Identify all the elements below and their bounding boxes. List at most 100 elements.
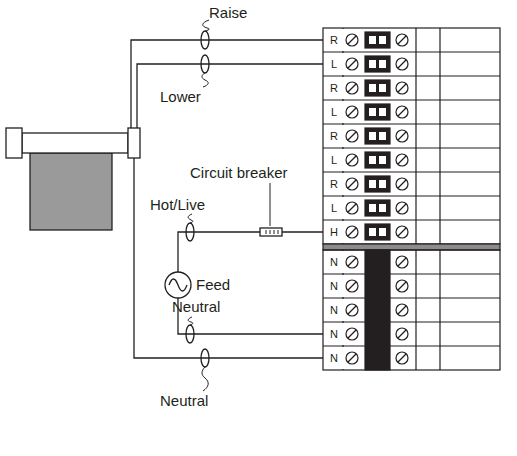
leader-squiggle xyxy=(188,214,193,223)
jumper-slot xyxy=(379,180,386,188)
column-line xyxy=(439,28,440,244)
screw xyxy=(346,34,358,46)
leader-line xyxy=(270,183,271,226)
screw-slot xyxy=(398,36,406,44)
screw-slot xyxy=(398,180,406,188)
screw xyxy=(396,202,408,214)
screw xyxy=(346,106,358,118)
jumper-slot xyxy=(379,132,386,140)
screw xyxy=(346,352,358,364)
leader-squiggle xyxy=(203,20,209,31)
screw-slot xyxy=(398,330,406,338)
callout-label: Circuit breaker xyxy=(190,164,288,182)
shade-fabric xyxy=(30,153,112,230)
wire-loop xyxy=(201,55,209,73)
screw-slot xyxy=(348,306,356,314)
row-line xyxy=(323,75,500,76)
terminal-block xyxy=(323,28,500,370)
wire-label: Hot/Live xyxy=(150,196,205,214)
screw xyxy=(346,82,358,94)
screw-slot xyxy=(348,36,356,44)
jumper-slot xyxy=(379,156,386,164)
screw-slot xyxy=(398,204,406,212)
terminal-name: L xyxy=(324,149,344,171)
separator xyxy=(323,244,500,250)
jumper-slot xyxy=(369,228,376,236)
jumper-slot xyxy=(379,228,386,236)
screw xyxy=(396,226,408,238)
screw xyxy=(346,304,358,316)
motor-head xyxy=(128,128,140,158)
roller-tube xyxy=(22,133,128,153)
terminal-name: R xyxy=(324,77,344,99)
wire-label: Neutral xyxy=(160,392,208,410)
screw xyxy=(396,256,408,268)
jumper xyxy=(365,176,390,192)
wire-label: Neutral xyxy=(172,298,220,316)
row-line xyxy=(390,345,500,346)
wire-loop xyxy=(186,223,194,241)
lower-wire xyxy=(137,64,323,128)
screw xyxy=(396,106,408,118)
screw-slot xyxy=(348,156,356,164)
screw-slot xyxy=(398,258,406,266)
terminal-name: L xyxy=(324,53,344,75)
screw-slot xyxy=(348,330,356,338)
terminal-name: R xyxy=(324,173,344,195)
jumper-slot xyxy=(369,84,376,92)
jumper-slot xyxy=(379,108,386,116)
screw-slot xyxy=(348,132,356,140)
block-outline xyxy=(323,250,500,370)
column-line xyxy=(439,250,440,370)
row-line xyxy=(323,219,500,220)
screw xyxy=(396,280,408,292)
screw xyxy=(396,304,408,316)
wire-loop xyxy=(186,325,194,343)
screw xyxy=(346,154,358,166)
source-label: Feed xyxy=(196,276,230,294)
jumper-slot xyxy=(379,204,386,212)
screw-slot xyxy=(348,282,356,290)
screw-slot xyxy=(398,282,406,290)
terminal-name: N xyxy=(324,347,344,369)
screw-slot xyxy=(398,156,406,164)
jumper xyxy=(365,56,390,72)
jumper xyxy=(365,224,390,240)
terminal-name: N xyxy=(324,275,344,297)
screw-slot xyxy=(348,354,356,362)
screw-slot xyxy=(398,108,406,116)
screw xyxy=(346,202,358,214)
screw-slot xyxy=(348,180,356,188)
leader-squiggle xyxy=(188,317,193,325)
screw-slot xyxy=(348,258,356,266)
jumper xyxy=(365,128,390,144)
jumper-slot xyxy=(369,204,376,212)
jumper xyxy=(365,80,390,96)
jumper-slot xyxy=(369,60,376,68)
sine-symbol xyxy=(169,279,187,291)
jumper xyxy=(365,200,390,216)
jumper xyxy=(365,104,390,120)
screw-slot xyxy=(398,228,406,236)
terminal-name: R xyxy=(324,29,344,51)
terminal-name: H xyxy=(324,221,344,243)
row-line xyxy=(323,195,500,196)
screw-slot xyxy=(398,132,406,140)
screw xyxy=(346,178,358,190)
screw-slot xyxy=(348,228,356,236)
screw-slot xyxy=(398,60,406,68)
wire-loop xyxy=(201,349,209,367)
hot-wire xyxy=(178,232,323,272)
neutral-bar xyxy=(365,250,390,370)
row-line xyxy=(323,99,500,100)
row-line xyxy=(390,273,500,274)
screw xyxy=(396,154,408,166)
wire-label: Raise xyxy=(209,4,247,22)
breaker-symbol xyxy=(260,228,282,236)
screw xyxy=(396,82,408,94)
screw-slot xyxy=(348,84,356,92)
neutral-wire xyxy=(134,158,323,358)
terminal-name: N xyxy=(324,251,344,273)
screw-slot xyxy=(398,354,406,362)
